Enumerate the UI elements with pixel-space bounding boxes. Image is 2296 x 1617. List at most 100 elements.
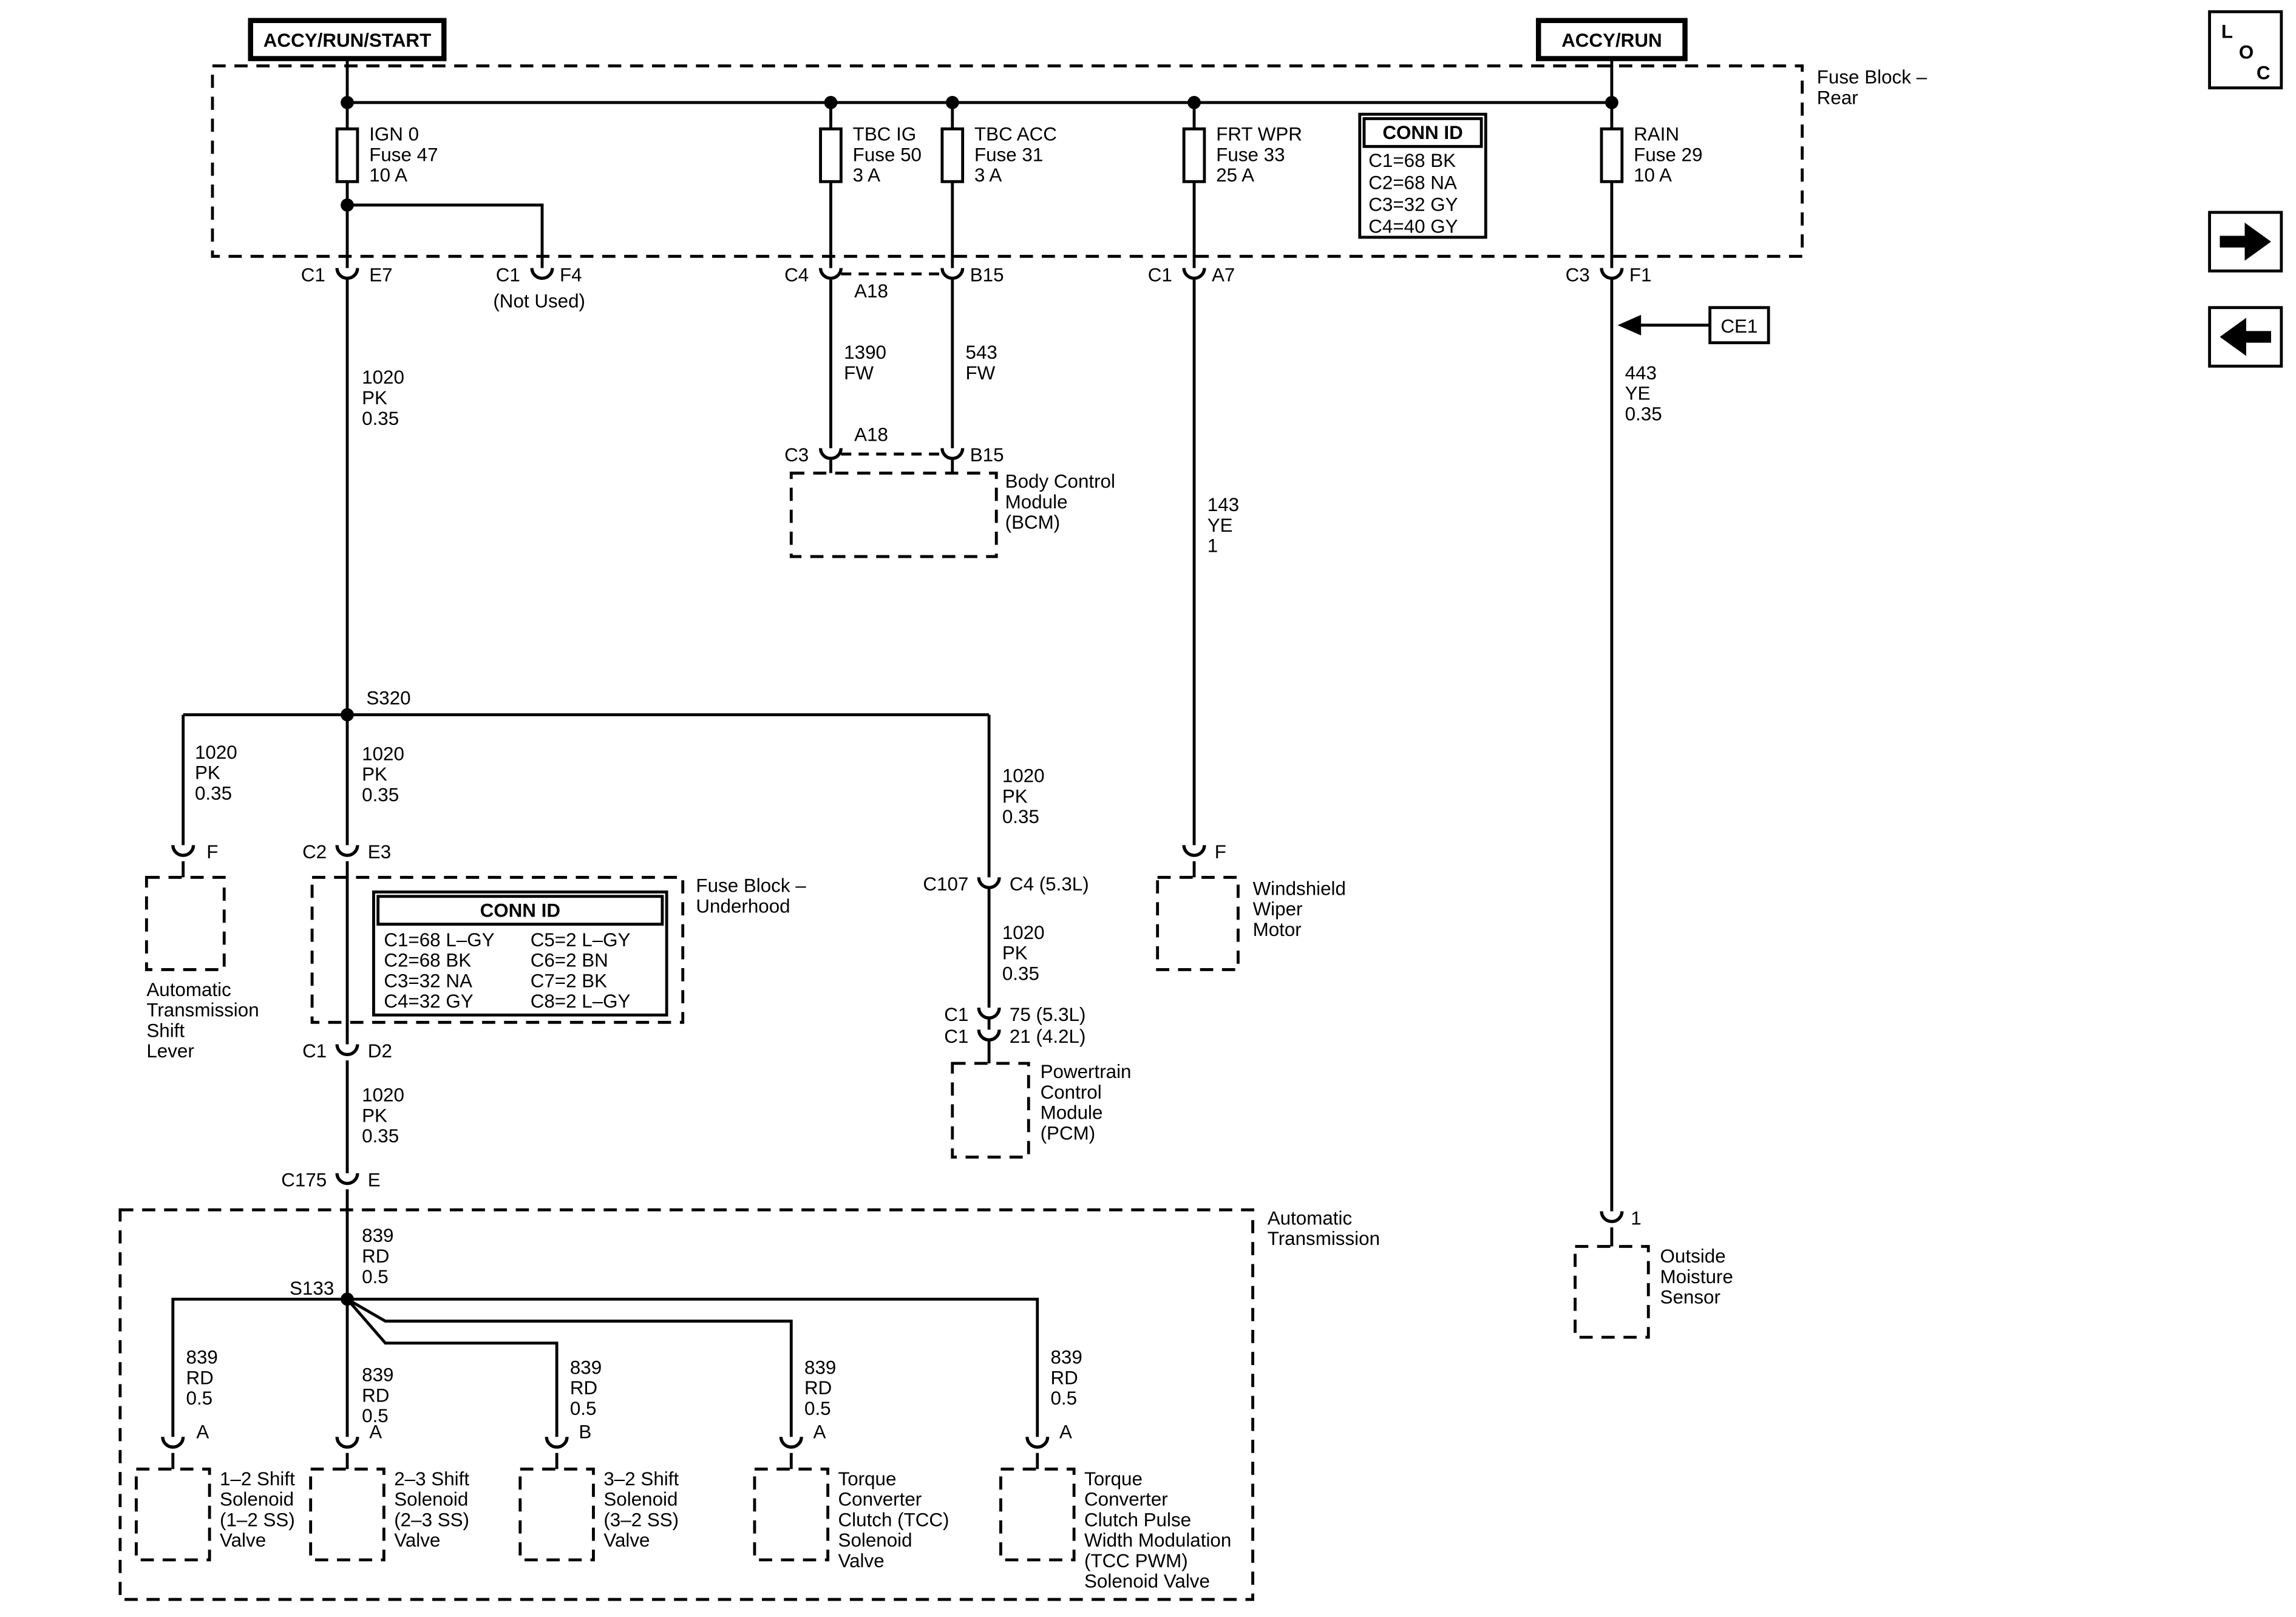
pcm: C107 C4 (5.3L) 1020 PK 0.35 C1 75 (5.3L)… bbox=[923, 873, 1132, 1159]
wire-label: 839 bbox=[186, 1347, 218, 1368]
solenoid-2-3: 2–3 Shift Solenoid (2–3 SS) Valve bbox=[309, 1467, 469, 1562]
fuse-tbc-acc: TBC ACC Fuse 31 3 A bbox=[940, 124, 1057, 186]
wire-label: PK bbox=[195, 762, 220, 784]
connector-sol4 bbox=[781, 1437, 801, 1447]
loc-letter-l: L bbox=[2221, 21, 2233, 42]
wires bbox=[171, 58, 1614, 1470]
wire-f4-branch bbox=[347, 203, 544, 268]
wire-label: 0.35 bbox=[195, 783, 232, 804]
conn-label: A bbox=[813, 1422, 826, 1443]
conn-label: F1 bbox=[1629, 264, 1652, 285]
loc-logo[interactable]: L O C bbox=[2208, 10, 2283, 90]
pcm-outline bbox=[951, 1062, 1030, 1159]
wire-label: 1020 bbox=[1002, 922, 1045, 943]
conn-label: 75 (5.3L) bbox=[1010, 1004, 1086, 1025]
fuse-symbol bbox=[1600, 127, 1624, 183]
connector-labels: C1 E7 C1 F4 (Not Used) C4 A18 B15 C1 A7 … bbox=[301, 264, 1652, 311]
conn-label: B15 bbox=[970, 264, 1004, 285]
loc-logo-box[interactable] bbox=[2208, 10, 2283, 90]
fuse-symbol bbox=[335, 127, 359, 183]
automatic-transmission: Automatic Transmission 839 RD 0.5 S133 8… bbox=[118, 1207, 1380, 1601]
splice-s320-dot bbox=[341, 708, 354, 722]
solenoid-label: Torque bbox=[838, 1468, 897, 1490]
solenoid-label: Clutch Pulse bbox=[1084, 1509, 1191, 1530]
wire-label: FW bbox=[844, 362, 874, 384]
conn-label: C1 bbox=[944, 1026, 968, 1047]
fuse-name: IGN 0 bbox=[369, 124, 419, 145]
solenoid-label: Valve bbox=[394, 1530, 440, 1551]
wire-label: 143 bbox=[1207, 494, 1239, 515]
solenoid-tcc-pwm: Torque Converter Clutch Pulse Width Modu… bbox=[999, 1467, 1231, 1592]
conn-label: A bbox=[1059, 1422, 1072, 1443]
wire-label: 1020 bbox=[362, 367, 404, 388]
nav-forward-button[interactable] bbox=[2208, 211, 2283, 273]
wire-label: 1390 bbox=[844, 342, 886, 363]
fuse-amps: 10 A bbox=[369, 164, 407, 186]
conn-label: C4 (5.3L) bbox=[1010, 873, 1089, 895]
connector-sol1 bbox=[163, 1437, 183, 1447]
conn-id-table-underhood: CONN ID C1=68 L–GY C2=68 BK C3=32 NA C4=… bbox=[372, 890, 668, 1017]
fuse-ign0: IGN 0 Fuse 47 10 A bbox=[335, 124, 438, 186]
conn-id-row: C4=40 GY bbox=[1368, 216, 1458, 237]
connector-c107 bbox=[979, 877, 999, 887]
accy-run-start-label: ACCY/RUN/START bbox=[263, 30, 431, 51]
solenoid-label: (1–2 SS) bbox=[220, 1509, 295, 1530]
solenoid-outline bbox=[518, 1467, 595, 1562]
wire-label: 443 bbox=[1625, 362, 1657, 384]
fuse-amps: 3 A bbox=[974, 164, 1002, 186]
conn-id-title: CONN ID bbox=[1382, 122, 1462, 143]
connector-a7 bbox=[1184, 268, 1204, 279]
wire-label: YE bbox=[1625, 383, 1651, 404]
solenoid-label: Width Modulation bbox=[1084, 1530, 1231, 1551]
loc-letter-o: O bbox=[2239, 42, 2254, 63]
fuse-name: TBC IG bbox=[853, 124, 917, 145]
solenoid-label: Solenoid Valve bbox=[1084, 1571, 1210, 1592]
wire-label: FW bbox=[966, 362, 996, 384]
fuse-tbc-ig: TBC IG Fuse 50 3 A bbox=[819, 124, 922, 186]
wiper-label-2: Wiper bbox=[1253, 898, 1303, 920]
wire-label: 1020 bbox=[362, 743, 404, 764]
wire-label: 0.35 bbox=[362, 1125, 399, 1147]
junction-dots bbox=[341, 96, 1618, 1306]
loc-letter-c: C bbox=[2257, 62, 2271, 83]
arrow-left-icon bbox=[2220, 317, 2271, 356]
conn-id-table-rear: CONN ID C1=68 BK C2=68 NA C3=32 GY C4=40… bbox=[1358, 112, 1487, 239]
pcm-label-4: (PCM) bbox=[1041, 1122, 1096, 1144]
wire-label: PK bbox=[1002, 943, 1028, 964]
wire-label: RD bbox=[362, 1385, 389, 1406]
conn-id-row: C7=2 BK bbox=[531, 970, 607, 991]
pcm-label-2: Control bbox=[1041, 1082, 1102, 1103]
connector-b15-top bbox=[942, 268, 963, 279]
conn-label: 1 bbox=[1631, 1207, 1641, 1229]
junction-dot bbox=[1187, 96, 1201, 109]
conn-label: B bbox=[579, 1422, 591, 1443]
wire-label: 0.5 bbox=[362, 1405, 389, 1426]
wire-label: 0.5 bbox=[570, 1398, 597, 1419]
wire-label: RD bbox=[186, 1367, 214, 1388]
ce1-reference[interactable]: CE1 bbox=[1617, 306, 1770, 345]
solenoid-outline bbox=[753, 1467, 830, 1562]
conn-id-row: C1=68 L–GY bbox=[384, 929, 494, 951]
fuse-block-rear: Fuse Block – Rear IGN 0 Fuse 47 10 A TBC… bbox=[211, 64, 1927, 258]
nav-back-button[interactable] bbox=[2208, 306, 2283, 368]
fuse-amps: 3 A bbox=[853, 164, 880, 186]
connector-pcm-2 bbox=[979, 1029, 999, 1040]
connector-wiper-f bbox=[1184, 845, 1204, 855]
fuse-num: Fuse 50 bbox=[853, 144, 922, 165]
wiper-motor-outline bbox=[1156, 876, 1240, 971]
wire-label: 0.5 bbox=[804, 1398, 831, 1419]
wire-label: PK bbox=[362, 387, 387, 408]
solenoid-label: Converter bbox=[1084, 1489, 1168, 1510]
wire-label: 1020 bbox=[195, 742, 237, 763]
connector-e3 bbox=[337, 845, 358, 855]
conn-label: C1 bbox=[944, 1004, 968, 1025]
solenoid-label: Clutch (TCC) bbox=[838, 1509, 949, 1530]
solenoid-label: (3–2 SS) bbox=[603, 1509, 679, 1530]
solenoid-outline bbox=[135, 1467, 211, 1562]
wire-label: 543 bbox=[966, 342, 997, 363]
wire-label: RD bbox=[570, 1377, 597, 1398]
conn-id-title-box bbox=[1362, 117, 1483, 148]
solenoid-label: 3–2 Shift bbox=[603, 1468, 679, 1490]
conn-label: E7 bbox=[369, 264, 392, 285]
